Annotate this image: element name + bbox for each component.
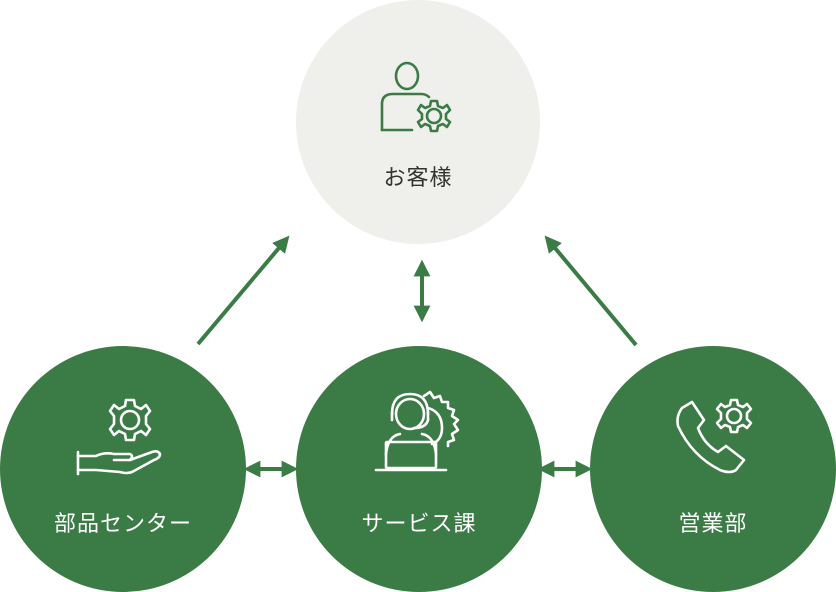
node-parts-center: 部品センター xyxy=(0,346,246,592)
arrow-sales-to-customer xyxy=(544,235,638,347)
node-label-parts-center: 部品センター xyxy=(53,512,192,537)
headset-operator-gear-icon xyxy=(374,390,460,472)
arrow-parts-to-customer xyxy=(196,235,290,346)
person-gear-icon xyxy=(380,61,452,133)
hand-gear-icon xyxy=(76,398,162,476)
node-label-customer: お客様 xyxy=(383,166,453,191)
node-customer: お客様 xyxy=(296,0,540,244)
node-service: サービス課 xyxy=(296,346,542,592)
node-sales: 営業部 xyxy=(590,346,836,592)
node-label-service: サービス課 xyxy=(361,512,477,537)
phone-gear-icon xyxy=(676,398,753,474)
node-label-sales: 営業部 xyxy=(678,512,748,537)
